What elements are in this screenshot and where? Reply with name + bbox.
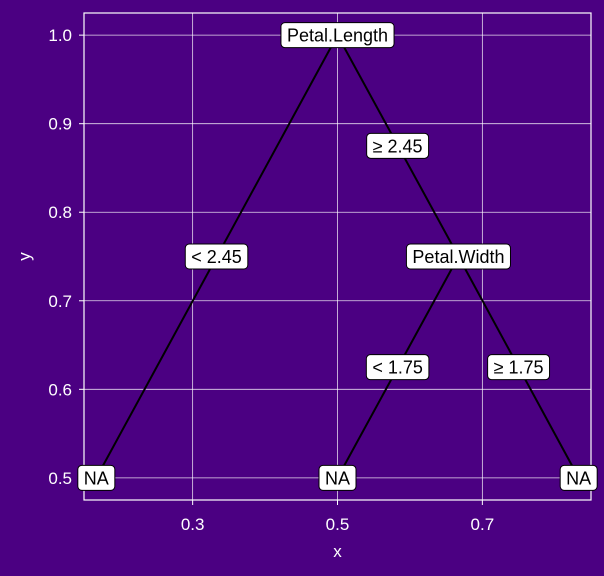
y-axis-title: y	[15, 252, 34, 261]
edge-label-text: ≥ 2.45	[373, 136, 423, 156]
edge-label: ≥ 1.75	[487, 354, 551, 381]
edge-label-text: ≥ 1.75	[494, 358, 544, 378]
node-label-text: NA	[325, 468, 350, 488]
edge-label-box	[184, 243, 249, 270]
edge-label: ≥ 2.45	[366, 132, 430, 159]
edge-label: < 2.45	[184, 243, 249, 270]
y-tick-label: 0.7	[48, 292, 72, 311]
y-tick-label: 0.5	[48, 469, 72, 488]
node-label-box	[559, 464, 598, 491]
node-label-box	[77, 464, 116, 491]
node-label-box	[318, 464, 357, 491]
edge-label: < 1.75	[365, 354, 430, 381]
node-label-box	[280, 22, 395, 49]
x-tick-label: 0.7	[471, 515, 495, 534]
node-label-text: Petal.Length	[287, 26, 388, 46]
node-label: Petal.Width	[405, 243, 511, 270]
x-axis-title: x	[333, 542, 342, 561]
y-tick-label: 0.8	[48, 203, 72, 222]
node-label-box	[405, 243, 511, 270]
node-label-text: NA	[84, 468, 109, 488]
y-tick-label: 0.9	[48, 115, 72, 134]
edge-label-text: < 2.45	[191, 247, 242, 267]
edge-label-box	[487, 354, 551, 381]
x-tick-label: 0.5	[326, 515, 350, 534]
node-label: NA	[318, 464, 357, 491]
node-label: NA	[77, 464, 116, 491]
x-tick-label: 0.3	[181, 515, 205, 534]
node-label-text: NA	[566, 468, 591, 488]
edge-label-box	[365, 354, 430, 381]
node-label: NA	[559, 464, 598, 491]
y-tick-label: 0.6	[48, 380, 72, 399]
node-label: Petal.Length	[280, 22, 395, 49]
node-label-text: Petal.Width	[412, 247, 504, 267]
edge-label-box	[366, 132, 430, 159]
edge-label-text: < 1.75	[372, 358, 423, 378]
y-tick-label: 1.0	[48, 26, 72, 45]
